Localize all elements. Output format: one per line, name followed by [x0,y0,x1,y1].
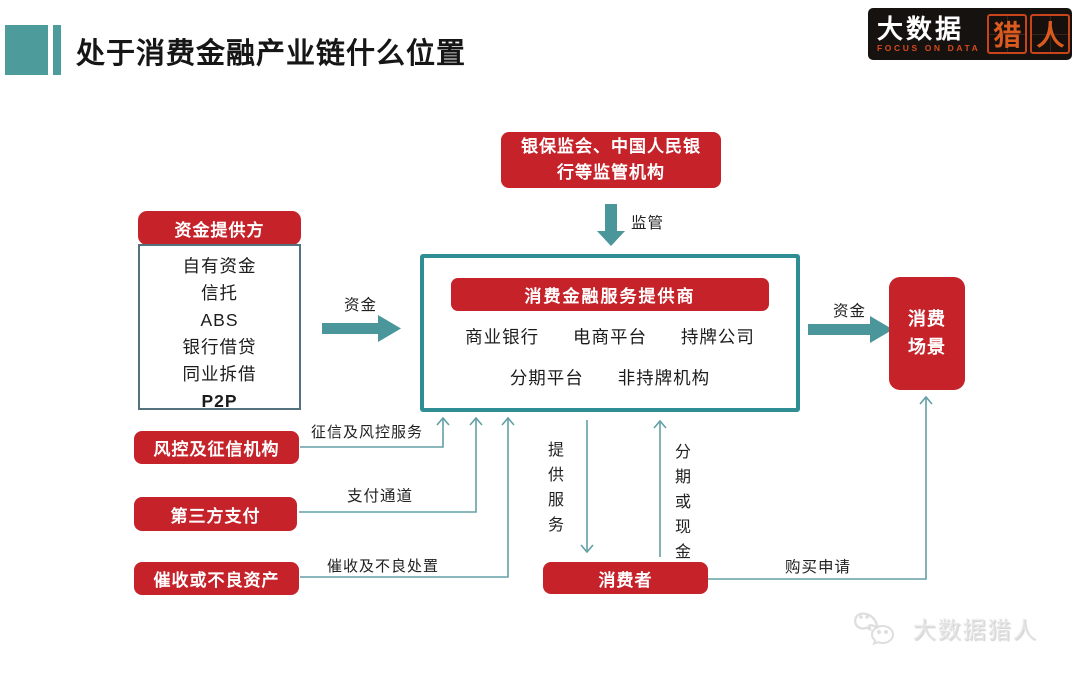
funding-item: 银行借贷 [182,337,257,357]
provider-type: 电商平台 [573,327,647,347]
wechat-icon [853,612,895,646]
node-collection-npa: 催收或不良资产 [134,562,299,595]
node-regulator: 银保监会、中国人民银行等监管机构 [501,132,721,188]
funding-item: ABS [200,310,239,330]
payment-channel-line [299,416,483,513]
node-consumption-scene: 消费场景 [889,277,965,390]
brand-logo-seal-1: 猎 [987,14,1028,54]
label-provide-service: 提供服务 [545,441,562,541]
node-consumer: 消费者 [543,562,708,594]
label-installment-cash: 分期或现金 [672,443,689,568]
node-third-party-payment: 第三方支付 [134,497,297,531]
label-purchase-apply: 购买申请 [785,559,852,576]
watermark: 大数据猎人 [853,608,1038,648]
service-provider-header: 消费金融服务提供商 [451,278,769,311]
brand-logo-name: 大数据 [877,13,965,44]
funding-item: P2P [201,391,238,411]
service-provider-row2: 分期平台 非持牌机构 [424,365,796,390]
credit-service-line [300,416,450,448]
node-funding-header: 资金提供方 [138,211,301,245]
funds-arrow-left [322,315,401,342]
title-accent-bar [53,25,61,75]
provider-type: 非持牌机构 [617,368,711,388]
label-funds-right: 资金 [833,303,867,320]
provider-type: 持牌公司 [680,327,755,347]
funds-arrow-right [808,316,893,343]
supervision-arrow [597,204,625,246]
node-funding-list: 自有资金 信托 ABS 银行借贷 同业拆借 P2P [138,244,301,411]
label-collection-disposal: 催收及不良处置 [327,558,440,575]
page-title: 处于消费金融产业链什么位置 [76,38,467,70]
title-square-decoration [5,25,48,75]
label-credit-service: 征信及风控服务 [311,424,424,441]
node-risk-credit-agency: 风控及征信机构 [134,431,299,464]
node-service-provider: 消费金融服务提供商 商业银行 电商平台 持牌公司 分期平台 非持牌机构 [420,254,800,412]
funding-item: 自有资金 [182,256,257,276]
brand-logo-text: 大数据 FOCUS ON DATA [877,15,980,54]
brand-logo-seals: 猎 人 [987,14,1071,54]
purchase-apply-line [708,395,933,580]
funding-item: 同业拆借 [182,364,257,384]
provider-type: 分期平台 [509,368,584,388]
funding-item: 信托 [201,283,238,303]
watermark-text: 大数据猎人 [913,617,1038,643]
label-supervision: 监管 [631,215,665,232]
brand-logo-tagline: FOCUS ON DATA [877,42,981,53]
service-provider-row1: 商业银行 电商平台 持牌公司 [424,324,796,349]
provider-type: 商业银行 [465,327,540,347]
label-payment-channel: 支付通道 [347,488,414,505]
label-funds-left: 资金 [344,297,378,314]
collection-line [300,416,515,578]
brand-logo-seal-2: 人 [1030,14,1071,54]
brand-logo: 大数据 FOCUS ON DATA 猎 人 [868,8,1072,60]
